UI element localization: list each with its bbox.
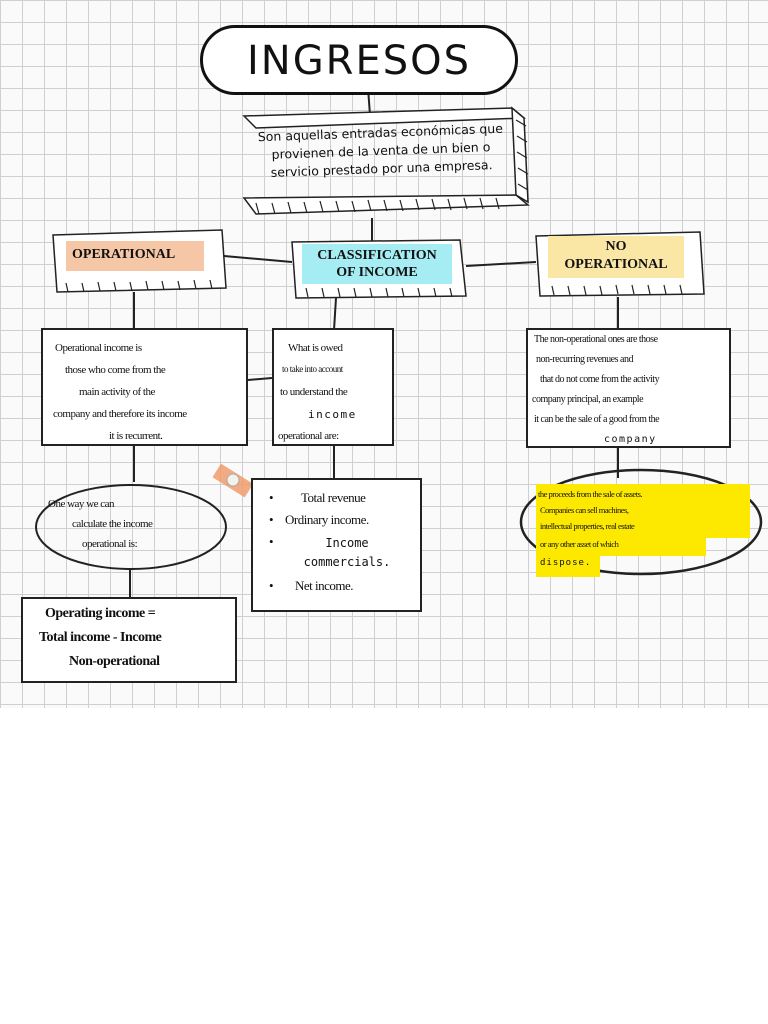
example-line-4: or any other asset of which xyxy=(540,539,619,549)
income-item-label: Net income. xyxy=(295,578,354,594)
example-line-5: dispose. xyxy=(540,558,592,568)
non-operational-line-6: company xyxy=(604,434,657,445)
income-item-label: Total revenue xyxy=(301,490,366,505)
example-line-3: intellectual properties, real estate xyxy=(540,521,635,531)
classification-note-line-2: to take into account xyxy=(282,364,343,374)
income-item-net: Net income. xyxy=(265,578,415,594)
formula-line-3: Non-operational xyxy=(69,654,160,669)
classification-header-label: CLASSIFICATION OF INCOME xyxy=(317,248,437,280)
yellow-marker-highlight-4 xyxy=(536,555,600,577)
non-operational-line-3: that do not come from the activity xyxy=(540,374,660,385)
operational-line-1: Operational income is xyxy=(55,342,142,354)
income-items-list: Total revenue Ordinary income. Income co… xyxy=(265,490,415,600)
operational-line-5: it is recurrent. xyxy=(109,430,163,442)
example-line-2: Companies can sell machines, xyxy=(540,505,629,515)
operational-header: OPERATIONAL xyxy=(66,241,204,271)
classification-note-line-4: income xyxy=(308,408,357,421)
page-title: INGRESOS xyxy=(246,38,472,84)
classification-note-box: What is owed to take into account to und… xyxy=(272,328,394,446)
income-item-label: Income commercials. xyxy=(303,536,391,570)
title-oval: INGRESOS xyxy=(200,25,518,95)
definition-text: Son aquellas entradas económicas que pro… xyxy=(257,120,504,181)
non-operational-line-2: non-recurring revenues and xyxy=(536,354,633,365)
income-item-commercial: Income commercials. xyxy=(265,534,415,572)
formula-line-2: Total income - Income xyxy=(39,630,162,645)
calc-prompt-line-1: One way we can xyxy=(48,498,115,510)
formula-box: Operating income = Total income - Income… xyxy=(21,597,237,683)
operational-line-3: main activity of the xyxy=(79,386,155,398)
non-operational-header: NO OPERATIONAL xyxy=(548,236,684,278)
non-operational-header-label: NO OPERATIONAL xyxy=(564,239,668,273)
yellow-marker-highlight xyxy=(536,484,750,512)
calc-prompt-line-3: operational is: xyxy=(82,538,138,550)
classification-note-line-3: to understand the xyxy=(280,386,348,398)
classification-header: CLASSIFICATION OF INCOME xyxy=(302,244,452,284)
income-item-label: Ordinary income. xyxy=(285,512,369,527)
example-line-1: the proceeds from the sale of assets. xyxy=(538,489,643,499)
income-items-box: Total revenue Ordinary income. Income co… xyxy=(251,478,422,612)
non-operational-description-box: The non-operational ones are those non-r… xyxy=(526,328,731,448)
formula-line-1: Operating income = xyxy=(45,606,156,621)
classification-note-line-5: operational are: xyxy=(278,430,339,442)
yellow-marker-highlight-2 xyxy=(536,510,750,538)
non-operational-line-5: it can be the sale of a good from the xyxy=(534,414,660,425)
operational-line-2: those who come from the xyxy=(65,364,166,376)
non-operational-line-1: The non-operational ones are those xyxy=(534,334,658,345)
operational-header-label: OPERATIONAL xyxy=(72,247,176,262)
income-item-ordinary: Ordinary income. xyxy=(265,512,415,528)
operational-line-4: company and therefore its income xyxy=(53,408,187,420)
calc-prompt-line-2: calculate the income xyxy=(72,518,153,530)
operational-description-box: Operational income is those who come fro… xyxy=(41,328,248,446)
income-item-total-revenue: Total revenue xyxy=(265,490,415,506)
non-operational-line-4: company principal, an example xyxy=(532,394,644,405)
definition-box: Son aquellas entradas económicas que pro… xyxy=(244,118,518,200)
classification-note-line-1: What is owed xyxy=(288,342,343,354)
yellow-marker-highlight-3 xyxy=(536,536,706,556)
